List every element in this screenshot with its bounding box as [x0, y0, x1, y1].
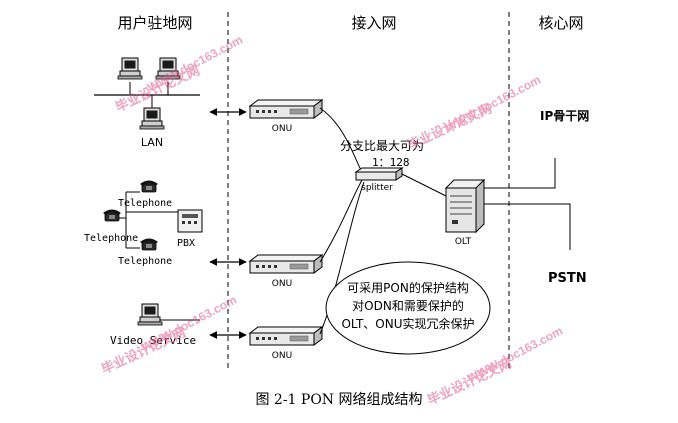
watermark-text: WWW.doc163.com: [443, 73, 543, 135]
pbx-label: PBX: [177, 238, 195, 249]
split-ratio-value: 1：128: [372, 156, 410, 169]
telephone-icon: [139, 238, 159, 251]
onu-label: ONU: [272, 351, 292, 361]
video-group: Video Service: [110, 303, 200, 347]
telephone-label: Telephone: [118, 198, 172, 209]
telephone-label: Telephone: [84, 233, 138, 244]
onu-label: ONU: [272, 124, 292, 134]
pc-icon: [117, 57, 143, 80]
figure-caption: 图 2-1 PON 网络组成结构: [255, 392, 422, 408]
olt-ip-link: [484, 158, 556, 189]
fiber-link: [319, 107, 363, 173]
protection-note-bubble: [325, 261, 491, 355]
splitter-label: splitter: [361, 183, 393, 193]
pc-icon: [139, 107, 165, 130]
video-label: Video Service: [110, 334, 196, 347]
olt-device: [444, 178, 486, 234]
protection-note-line2: 对ODN和需要保护的: [352, 298, 464, 313]
pstn-label: PSTN: [548, 271, 587, 286]
fiber-link: [319, 181, 365, 335]
lan-label: LAN: [141, 136, 163, 149]
olt-pstn-link: [484, 203, 571, 250]
telephone-icon: [139, 180, 159, 193]
ip-backbone-label: IP骨干网: [540, 109, 589, 123]
lan-group: LAN: [94, 57, 200, 149]
telephone-icon: [102, 209, 122, 222]
watermark-group: 毕业设计论文网 WWW.doc163.com 毕业设计论文网 WWW.doc16…: [99, 33, 565, 408]
onu-label: ONU: [272, 279, 292, 289]
protection-note-line1: 可采用PON的保护结构: [347, 280, 469, 295]
fiber-link: [319, 179, 363, 263]
onu-device: [249, 99, 323, 119]
telephone-group: Telephone Telephone Telephone PBX: [84, 180, 203, 267]
split-ratio-label: 分支比最大可为: [340, 139, 424, 153]
onu-device: [249, 326, 323, 346]
section-core-title: 核心网: [538, 14, 583, 32]
fiber-link: [401, 173, 447, 197]
section-access-title: 接入网: [351, 14, 396, 32]
watermark-text: WWW.doc163.com: [465, 324, 565, 386]
section-user-title: 用户驻地网: [117, 14, 192, 32]
splitter-device: [354, 167, 404, 181]
olt-label: OLT: [455, 237, 472, 247]
telephone-label: Telephone: [118, 256, 172, 267]
onu-device: [249, 254, 323, 274]
video-terminal-icon: [137, 303, 163, 326]
protection-note-line3: OLT、ONU实现冗余保护: [341, 316, 474, 331]
